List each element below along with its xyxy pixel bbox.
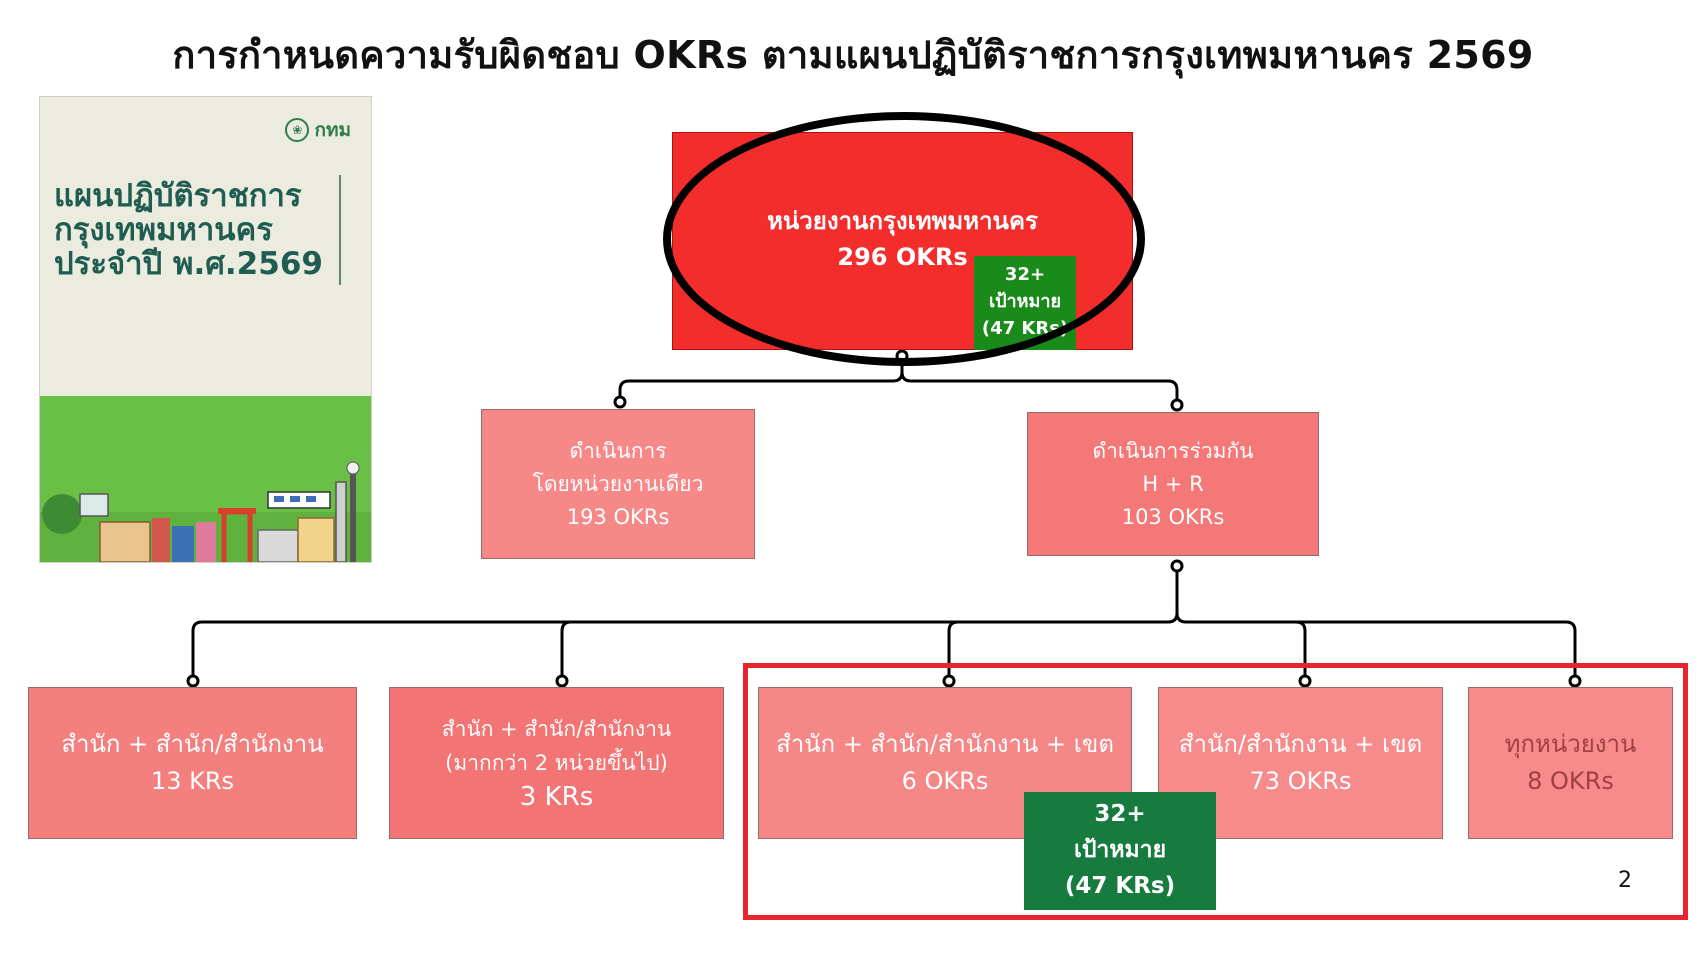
root-highlight-ellipse (663, 112, 1145, 366)
cover-title-line: กรุงเทพมหานคร (54, 212, 273, 248)
node-count: 13 KRs (150, 767, 235, 795)
node-count: 3 KRs (519, 782, 594, 812)
node-count: 193 OKRs (566, 504, 670, 529)
bma-seal-icon: ❀ (285, 118, 310, 142)
node-label: สำนัก + สำนัก/สำนักงาน + เขต (776, 730, 1114, 758)
node-label: โดยหน่วยงานเดียว (532, 471, 704, 496)
node-label: ดำเนินการ (569, 438, 667, 463)
cover-title-line: แผนปฏิบัติราชการ (54, 178, 302, 214)
node-bureau-bureau: สำนัก + สำนัก/สำนักงาน 13 KRs (28, 687, 357, 839)
node-count: 103 OKRs (1121, 504, 1225, 529)
bma-logo-text: กทม (314, 119, 351, 141)
badge-line: (47 KRs) (1064, 873, 1176, 899)
node-bureau-multi: สำนัก + สำนัก/สำนักงาน (มากกว่า 2 หน่วยข… (389, 687, 724, 839)
node-count: 8 OKRs (1527, 767, 1614, 795)
node-label: ดำเนินการร่วมกัน (1092, 438, 1254, 463)
cover-side-rule (339, 175, 349, 285)
node-single-unit: ดำเนินการ โดยหน่วยงานเดียว 193 OKRs (481, 409, 755, 559)
cover-title: แผนปฏิบัติราชการ กรุงเทพมหานคร ประจำปี พ… (54, 178, 323, 282)
node-count: 6 OKRs (901, 767, 989, 795)
node-label: สำนัก/สำนักงาน + เขต (1178, 730, 1423, 758)
badge-line: 32+ (1094, 801, 1146, 827)
node-label: ทุกหน่วยงาน (1504, 730, 1637, 758)
node-label: สำนัก + สำนัก/สำนักงาน (61, 730, 324, 758)
node-count: 73 OKRs (1249, 767, 1352, 795)
page-title: การกำหนดความรับผิดชอบ OKRs ตามแผนปฏิบัติ… (172, 33, 1534, 77)
node-joint-operation: ดำเนินการร่วมกัน H + R 103 OKRs (1027, 412, 1319, 556)
cover-title-line: ประจำปี พ.ศ.2569 (54, 246, 323, 282)
page-number: 2 (1618, 868, 1632, 893)
node-label: H + R (1142, 471, 1204, 496)
node-all-units: ทุกหน่วยงาน 8 OKRs (1468, 687, 1673, 839)
plan-cover-image: ❀ กทม แผนปฏิบัติราชการ กรุงเทพมหานคร ประ… (39, 96, 372, 563)
node-label: สำนัก + สำนัก/สำนักงาน (441, 717, 672, 741)
node-label: (มากกว่า 2 หน่วยขึ้นไป) (445, 751, 668, 775)
bma-logo: ❀ กทม (285, 115, 351, 145)
city-skyline-illustration (40, 461, 371, 562)
highlight-frame (743, 663, 1688, 920)
bottom-target-badge: 32+ เป้าหมาย (47 KRs) (1024, 792, 1216, 910)
badge-line: เป้าหมาย (1073, 837, 1167, 863)
